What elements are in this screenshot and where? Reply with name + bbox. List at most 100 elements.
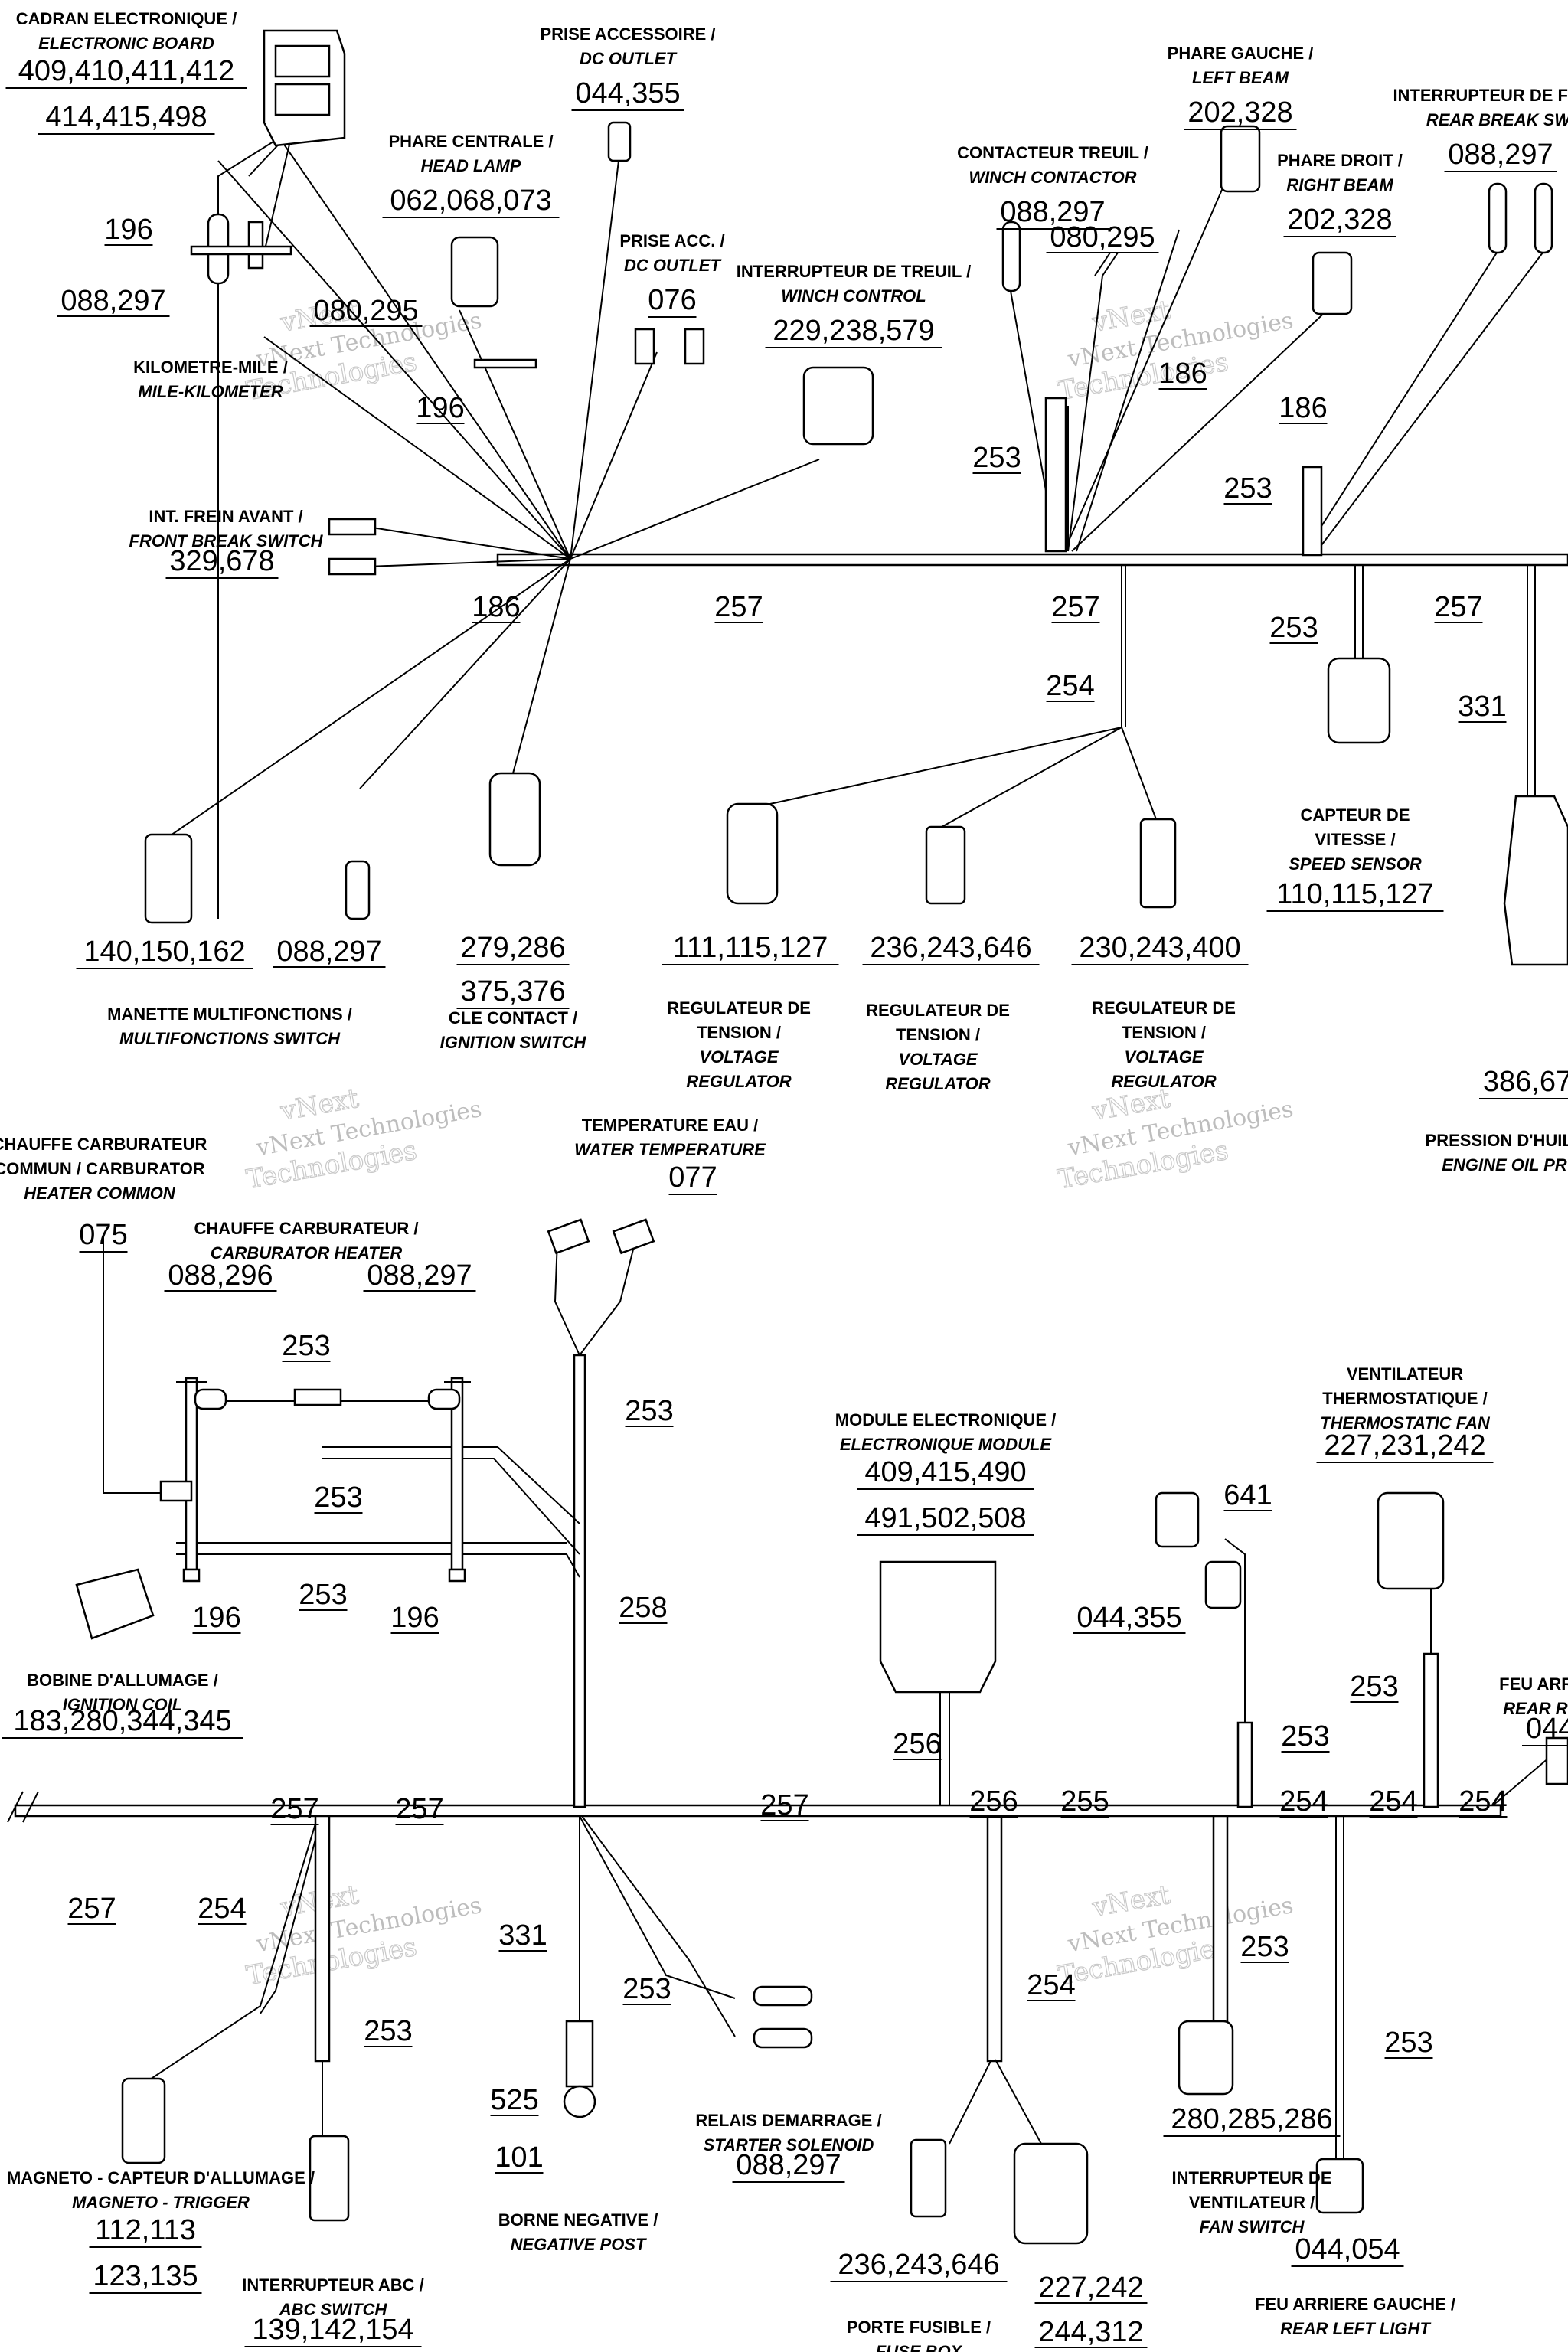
part-code: 329,678 xyxy=(169,545,274,577)
caption-line: MAGNETO - TRIGGER xyxy=(72,2193,250,2212)
label-feu-arriere-gauche: FEU ARRIERE GAUCHE /REAR LEFT LIGHT044,0… xyxy=(1255,2233,1455,2338)
starter-terminal xyxy=(753,2027,813,2049)
label-manette: MANETTE MULTIFONCTIONS /MULTIFONCTIONS S… xyxy=(76,936,352,1048)
label-feu-arriere-droit: FEU ARRIERREAR RIGH044, xyxy=(1499,1674,1568,1746)
wire-number-088-296: 088,296 xyxy=(168,1259,273,1292)
caption-line: IGNITION COIL xyxy=(63,1695,182,1714)
label-bobine: BOBINE D'ALLUMAGE / IGNITION COIL183,280,… xyxy=(2,1671,243,1739)
caption-line: CLE CONTACT / xyxy=(449,1008,577,1027)
caption-line: CHAUFFE CARBURATEUR xyxy=(0,1135,207,1154)
oil-pressure-sensor xyxy=(1503,795,1568,966)
break-mark xyxy=(7,1791,39,1823)
top-harness xyxy=(160,129,1568,966)
bullet-connector xyxy=(293,1388,342,1406)
caption-line: HEATER COMMON xyxy=(24,1184,176,1203)
water-temp-connector xyxy=(612,1218,655,1255)
caption-line: CARBURATOR HEATER xyxy=(211,1243,403,1263)
wire-number-331: 331 xyxy=(498,1919,547,1952)
caption-line: INT. FREIN AVANT / xyxy=(149,507,302,526)
wire-number-258: 258 xyxy=(619,1592,667,1624)
part-code: 062,068,073 xyxy=(390,185,551,217)
caption-line: REAR BREAK SWI xyxy=(1426,110,1568,129)
caption-line: REAR LEFT LIGHT xyxy=(1280,2319,1431,2338)
bullet-connector xyxy=(427,1388,461,1410)
label-frein-avant: INT. FREIN AVANT / FRONT BREAK SWITCH329,… xyxy=(129,507,324,579)
wire-number-186: 186 xyxy=(1279,392,1327,424)
sleeve xyxy=(1236,1721,1253,1808)
label-cle-contact: CLE CONTACT /IGNITION SWITCH279,286375,3… xyxy=(440,932,587,1052)
caption-line: VOLTAGE xyxy=(898,1050,978,1069)
wire-number-088-297: 088,297 xyxy=(367,1259,472,1292)
caption-line: PRESSION D'HUILE xyxy=(1426,1131,1568,1150)
caption-line: REGULATOR xyxy=(1111,1072,1216,1091)
ring-terminal xyxy=(1534,182,1553,254)
caption-line: BOBINE D'ALLUMAGE / xyxy=(27,1671,218,1690)
fuse-box-relay xyxy=(1013,2142,1089,2245)
caption-line: MAGNETO - CAPTEUR D'ALLUMAGE / xyxy=(7,2168,315,2187)
caption-line: REGULATEUR DE xyxy=(866,1001,1010,1020)
caption-line: PRISE ACC. / xyxy=(619,231,724,250)
part-code: 111,115,127 xyxy=(673,932,828,964)
part-code: 409,410,411,412 xyxy=(18,55,234,87)
abc-switch-connector xyxy=(309,2135,350,2222)
part-code: 075 xyxy=(79,1219,127,1251)
wire-number-253: 253 xyxy=(299,1579,347,1611)
caption-line: LEFT BEAM xyxy=(1192,68,1289,87)
wire-number-253: 253 xyxy=(364,2015,412,2047)
rear-left-light-connector xyxy=(1315,2158,1364,2214)
dc-outlet-connector xyxy=(607,121,632,162)
part-code: 279,286 xyxy=(460,932,565,964)
wire-number-331: 331 xyxy=(1458,691,1506,723)
wire-number-256: 256 xyxy=(893,1728,941,1760)
caption-line: CAPTEUR DE xyxy=(1300,805,1410,825)
label-interrupteur-frein-arriere: INTERRUPTEUR DE FREINREAR BREAK SWI088,2… xyxy=(1393,86,1568,172)
label-interrupteur-treuil: INTERRUPTEUR DE TREUIL /WINCH CONTROL229… xyxy=(737,262,971,348)
part-code: 227,231,242 xyxy=(1324,1429,1485,1462)
wire-number-257: 257 xyxy=(1434,591,1482,623)
caption-line: COMMUN / CARBURATOR xyxy=(0,1159,205,1178)
part-code: 280,285,286 xyxy=(1171,2103,1332,2135)
caption-line: ELECTRONIC BOARD xyxy=(38,34,214,53)
label-magneto: MAGNETO - CAPTEUR D'ALLUMAGE / MAGNETO - … xyxy=(7,2168,315,2294)
top-connectors xyxy=(144,29,1391,924)
wire-number-253: 253 xyxy=(314,1481,362,1514)
wire-number-254: 254 xyxy=(1459,1785,1507,1818)
wire-number-254: 254 xyxy=(1027,1969,1075,2001)
wire-number-254: 254 xyxy=(1279,1785,1328,1818)
sleeve xyxy=(986,1815,1003,2063)
wire-number-257: 257 xyxy=(270,1793,318,1825)
part-code: 183,280,344,345 xyxy=(13,1705,231,1737)
part-code: 230,243,400 xyxy=(1079,932,1240,964)
caption-line: WINCH CONTROL xyxy=(781,286,926,305)
trunk-258 xyxy=(573,1354,586,1808)
wire-number-253: 253 xyxy=(625,1395,673,1427)
voltage-regulator-connector xyxy=(925,825,966,905)
wire-number-253: 253 xyxy=(1240,1931,1289,1963)
caption-line: INTERRUPTEUR DE xyxy=(1171,2168,1331,2187)
caption-line: REGULATOR xyxy=(885,1074,990,1093)
caption-line: SPEED SENSOR xyxy=(1289,854,1422,874)
caption-line: ELECTRONIQUE MODULE xyxy=(840,1435,1053,1454)
main-trunk-bottom xyxy=(14,1804,1502,1818)
label-relais-demarrage: RELAIS DEMARRAGE /STARTER SOLENOID088,29… xyxy=(695,2111,882,2183)
main-trunk-top xyxy=(496,553,1568,567)
caption-line: FRONT BREAK SWITCH xyxy=(129,531,324,550)
part-code: 414,415,498 xyxy=(45,101,207,133)
connector-044 xyxy=(1204,1560,1242,1609)
wire-number-253: 253 xyxy=(972,442,1021,474)
caption-line: WATER TEMPERATURE xyxy=(574,1140,766,1159)
wire-number-186: 186 xyxy=(472,591,520,623)
sleeve xyxy=(1212,1815,1229,2024)
front-brake-terminal xyxy=(328,557,377,576)
bottom-harness xyxy=(7,1218,1568,2245)
front-brake-terminal xyxy=(328,518,377,536)
connector-641 xyxy=(1155,1491,1200,1548)
wire-number-253: 253 xyxy=(1384,2027,1432,2059)
negative-post-ring xyxy=(563,2085,596,2118)
